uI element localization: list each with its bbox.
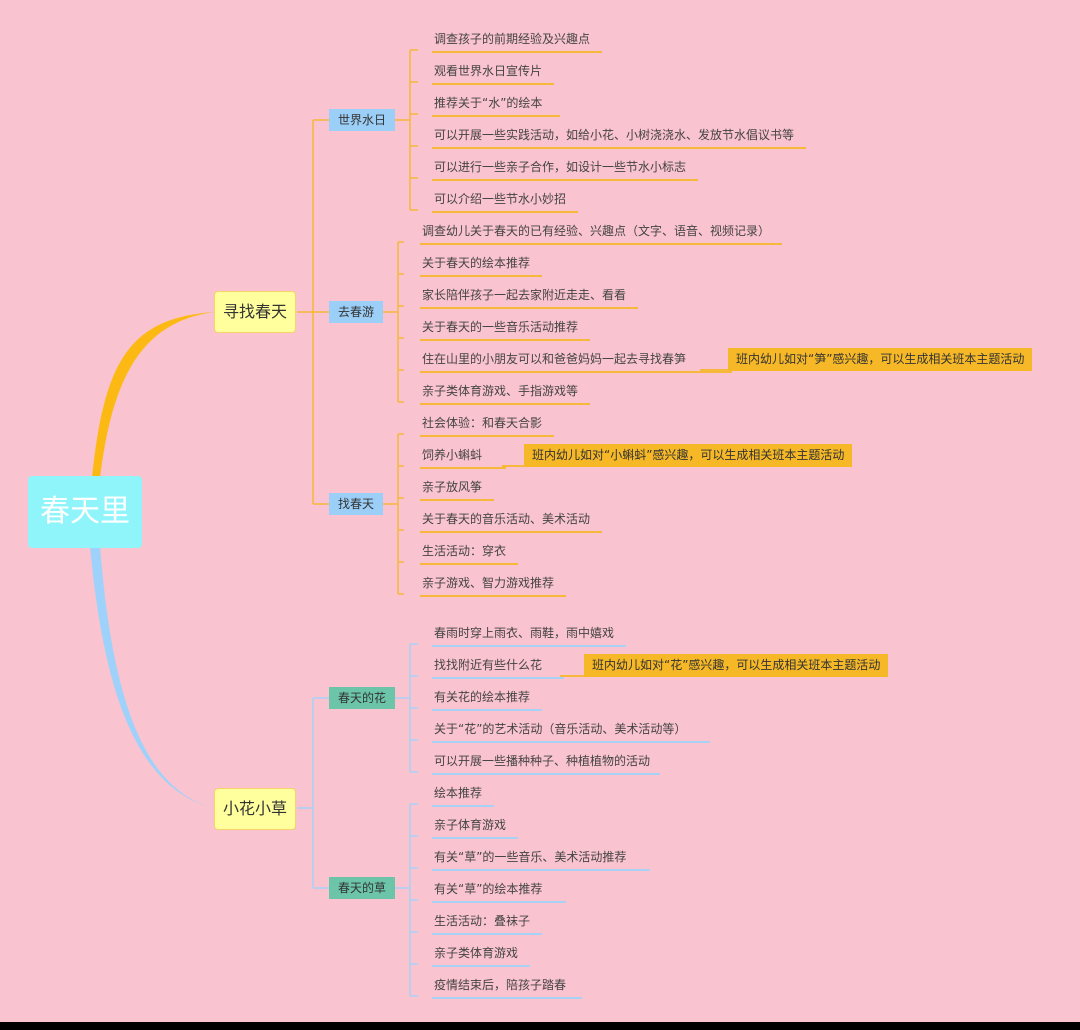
- note-callout: 班内幼儿如对“花”感兴趣，可以生成相关班本主题活动: [584, 654, 889, 677]
- sub-node-spring-outing[interactable]: 去春游: [329, 301, 383, 323]
- sub-node-find-spring[interactable]: 找春天: [329, 493, 383, 515]
- leaf-item[interactable]: 亲子类体育游戏: [432, 945, 530, 967]
- leaf-item[interactable]: 观看世界水日宣传片: [432, 63, 554, 85]
- sub-node-spring-flowers[interactable]: 春天的花: [329, 687, 395, 709]
- leaf-item[interactable]: 春雨时穿上雨衣、雨鞋，雨中嬉戏: [432, 625, 626, 647]
- leaf-item[interactable]: 可以介绍一些节水小妙招: [432, 191, 578, 213]
- sub-node-spring-grass[interactable]: 春天的草: [329, 877, 395, 899]
- leaf-item[interactable]: 可以开展一些实践活动，如给小花、小树浇浇水、发放节水倡议书等: [432, 127, 806, 149]
- root-node[interactable]: 春天里: [28, 476, 142, 548]
- leaf-item[interactable]: 调查孩子的前期经验及兴趣点: [432, 31, 602, 53]
- leaf-item[interactable]: 亲子体育游戏: [432, 817, 518, 839]
- leaf-item[interactable]: 推荐关于“水”的绘本: [432, 95, 560, 117]
- leaf-item[interactable]: 生活活动：穿衣: [420, 543, 518, 565]
- branch-node-flowers-grass[interactable]: 小花小草: [214, 788, 296, 830]
- leaf-item[interactable]: 找找附近有些什么花: [432, 657, 564, 679]
- leaf-item[interactable]: 疫情结束后，陪孩子踏春: [432, 977, 582, 999]
- leaf-item[interactable]: 生活活动：叠袜子: [432, 913, 542, 935]
- leaf-item[interactable]: 绘本推荐: [432, 785, 494, 807]
- leaf-item[interactable]: 住在山里的小朋友可以和爸爸妈妈一起去寻找春笋: [420, 351, 732, 373]
- note-callout: 班内幼儿如对“小蝌蚪”感兴趣，可以生成相关班本主题活动: [524, 444, 853, 467]
- bottom-border: [0, 1022, 1080, 1030]
- leaf-item[interactable]: 亲子类体育游戏、手指游戏等: [420, 383, 590, 405]
- branch-node-spring-search[interactable]: 寻找春天: [214, 291, 296, 333]
- leaf-item[interactable]: 有关花的绘本推荐: [432, 689, 542, 711]
- leaf-item[interactable]: 关于春天的绘本推荐: [420, 255, 542, 277]
- leaf-item[interactable]: 可以开展一些播种种子、种植植物的活动: [432, 753, 660, 775]
- leaf-item[interactable]: 有关“草”的绘本推荐: [432, 881, 566, 903]
- leaf-item[interactable]: 亲子放风筝: [420, 479, 494, 501]
- leaf-item[interactable]: 亲子游戏、智力游戏推荐: [420, 575, 566, 597]
- leaf-item[interactable]: 可以进行一些亲子合作，如设计一些节水小标志: [432, 159, 698, 181]
- leaf-item[interactable]: 饲养小蝌蚪: [420, 447, 506, 469]
- leaf-item[interactable]: 关于春天的音乐活动、美术活动: [420, 511, 602, 533]
- leaf-item[interactable]: 关于春天的一些音乐活动推荐: [420, 319, 590, 341]
- leaf-item[interactable]: 调查幼儿关于春天的已有经验、兴趣点（文字、语音、视频记录）: [420, 223, 782, 245]
- leaf-item[interactable]: 家长陪伴孩子一起去家附近走走、看看: [420, 287, 638, 309]
- leaf-item[interactable]: 社会体验：和春天合影: [420, 415, 554, 437]
- leaf-item[interactable]: 关于“花”的艺术活动（音乐活动、美术活动等）: [432, 721, 710, 743]
- note-callout: 班内幼儿如对“笋”感兴趣，可以生成相关班本主题活动: [728, 348, 1033, 371]
- sub-node-world-water-day[interactable]: 世界水日: [329, 109, 395, 131]
- leaf-item[interactable]: 有关“草”的一些音乐、美术活动推荐: [432, 849, 650, 871]
